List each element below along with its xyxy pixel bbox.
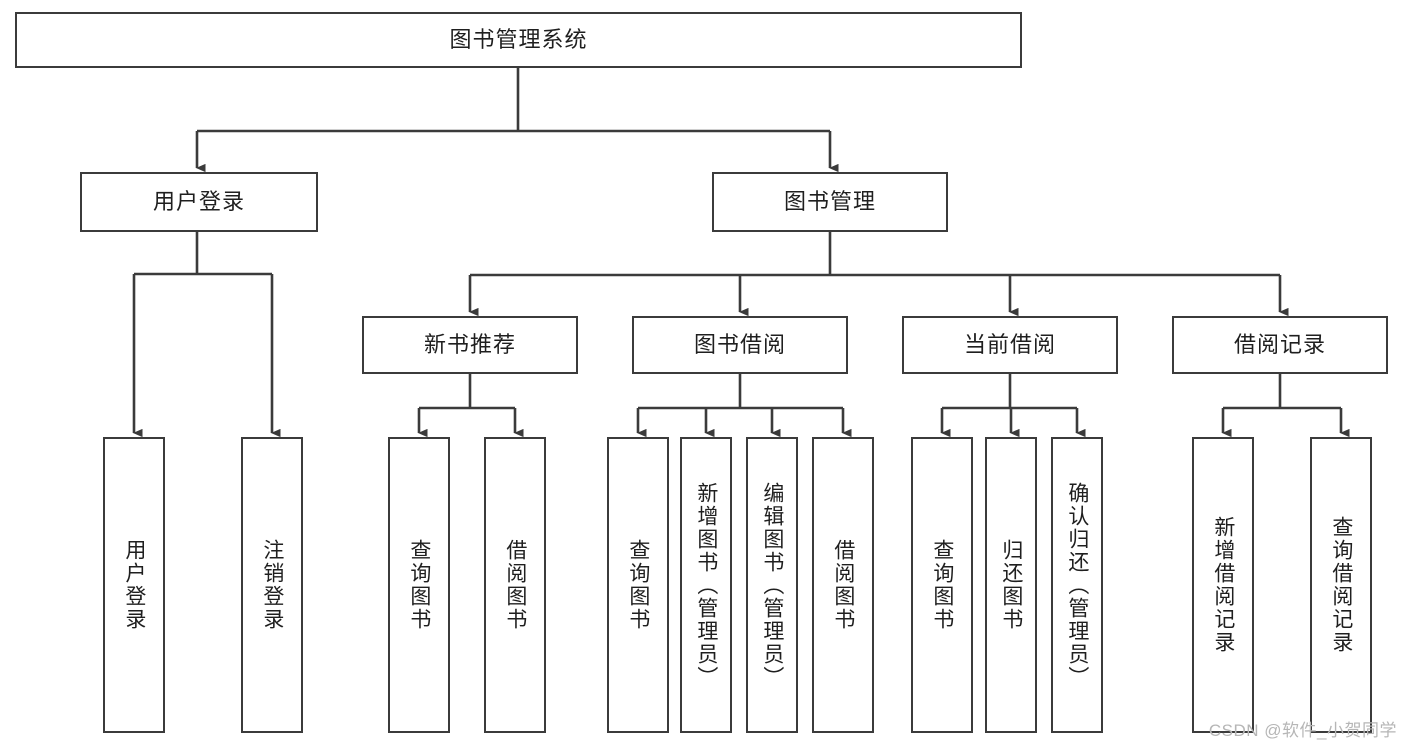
node-current-borrow[interactable]: 当前借阅 (902, 316, 1118, 374)
node-leaf-label: 确认归还（管理员） (1065, 481, 1089, 689)
node-new-book-recommend-label: 新书推荐 (423, 331, 516, 357)
node-leaf-query-record[interactable]: 查询借阅记录 (1310, 437, 1372, 733)
node-leaf-query-book-rec[interactable]: 查询图书 (388, 437, 450, 733)
node-leaf-add-record[interactable]: 新增借阅记录 (1192, 437, 1254, 733)
node-leaf-label: 查询借阅记录 (1329, 516, 1353, 654)
node-leaf-label: 归还图书 (999, 539, 1023, 631)
node-leaf-query-book-borrow[interactable]: 查询图书 (607, 437, 669, 733)
node-leaf-label: 查询图书 (626, 539, 650, 631)
node-leaf-confirm-return[interactable]: 确认归还（管理员） (1051, 437, 1103, 733)
node-leaf-add-book[interactable]: 新增图书（管理员） (680, 437, 732, 733)
node-book-manage-label: 图书管理 (783, 188, 876, 214)
node-leaf-query-book-current[interactable]: 查询图书 (911, 437, 973, 733)
node-leaf-borrow-book-rec[interactable]: 借阅图书 (484, 437, 546, 733)
node-leaf-label: 编辑图书（管理员） (760, 481, 784, 689)
node-leaf-label: 新增图书（管理员） (694, 481, 718, 689)
node-new-book-recommend[interactable]: 新书推荐 (362, 316, 578, 374)
node-leaf-label: 借阅图书 (831, 539, 855, 631)
node-leaf-label: 用户登录 (122, 539, 146, 631)
node-user-login-label: 用户登录 (152, 188, 245, 214)
node-leaf-label: 新增借阅记录 (1211, 516, 1235, 654)
node-borrow-record-label: 借阅记录 (1233, 331, 1326, 357)
node-book-manage[interactable]: 图书管理 (712, 172, 948, 232)
node-current-borrow-label: 当前借阅 (963, 331, 1056, 357)
node-root-system[interactable]: 图书管理系统 (15, 12, 1022, 68)
node-user-login[interactable]: 用户登录 (80, 172, 318, 232)
node-borrow-record[interactable]: 借阅记录 (1172, 316, 1388, 374)
node-leaf-logout[interactable]: 注销登录 (241, 437, 303, 733)
node-leaf-label: 查询图书 (407, 539, 431, 631)
node-book-borrow-label: 图书借阅 (693, 331, 786, 357)
node-leaf-edit-book[interactable]: 编辑图书（管理员） (746, 437, 798, 733)
node-leaf-user-login[interactable]: 用户登录 (103, 437, 165, 733)
node-book-borrow[interactable]: 图书借阅 (632, 316, 848, 374)
node-root-label: 图书管理系统 (449, 26, 588, 52)
node-leaf-borrow-book[interactable]: 借阅图书 (812, 437, 874, 733)
node-leaf-label: 注销登录 (260, 539, 284, 631)
watermark-text: CSDN @软件_小贺同学 (1208, 721, 1397, 740)
node-leaf-label: 查询图书 (930, 539, 954, 631)
node-leaf-return-book[interactable]: 归还图书 (985, 437, 1037, 733)
node-leaf-label: 借阅图书 (503, 539, 527, 631)
